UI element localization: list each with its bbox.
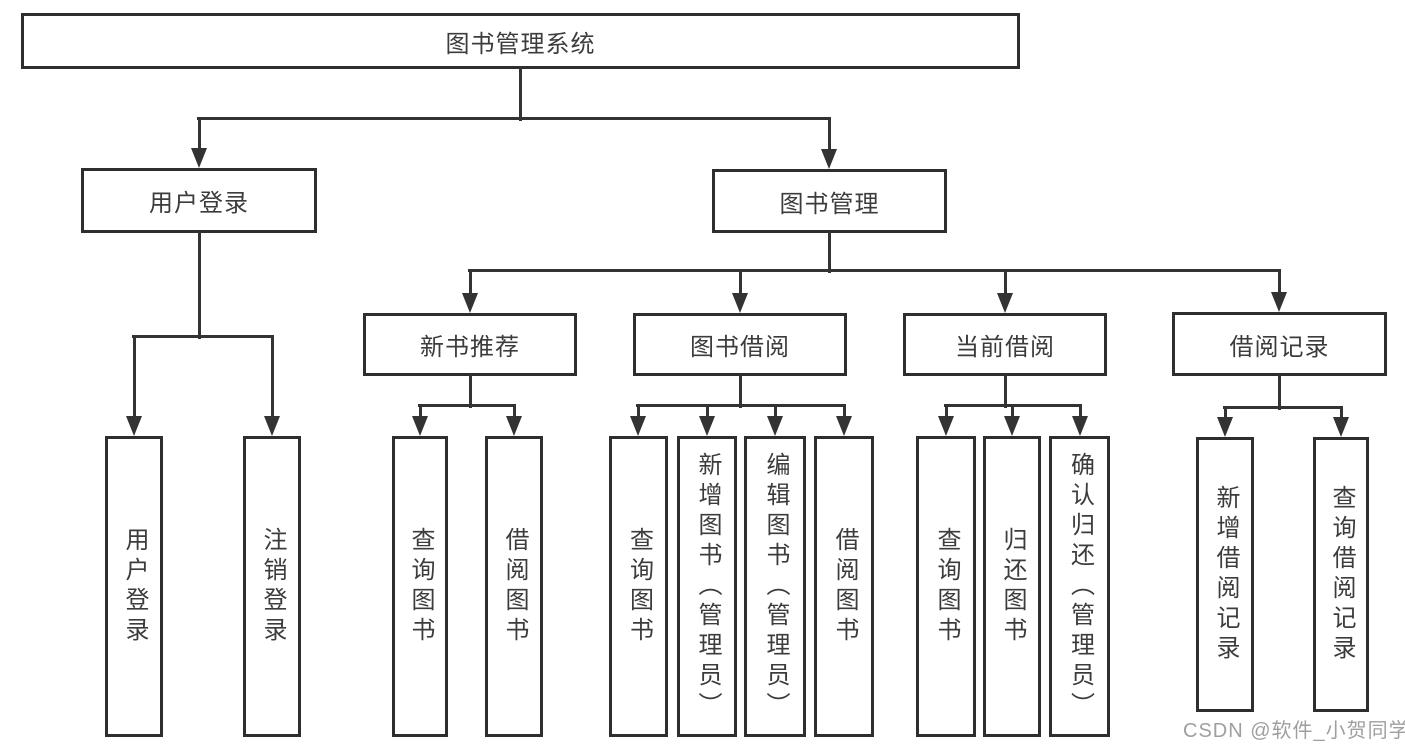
node-leaf-user-login: 用户登录 [105, 436, 163, 737]
connector-vline [1277, 374, 1281, 410]
arrow-down-icon [997, 293, 1013, 313]
arrow-down-icon [191, 148, 207, 168]
node-label-leaf-logout: 注销登录 [259, 526, 286, 647]
arrow-shaft [512, 405, 516, 418]
arrow-shaft [270, 336, 274, 418]
node-label-root: 图书管理系统 [445, 30, 596, 58]
arrow-shaft [944, 405, 948, 418]
node-label-book-borrow: 图书借阅 [690, 334, 790, 361]
connector-vline [827, 231, 831, 273]
arrow-down-icon [732, 293, 748, 313]
node-label-leaf-query-book-borrow: 查询图书 [625, 526, 653, 647]
arrow-shaft [1277, 270, 1281, 294]
node-book-borrow: 图书借阅 [633, 313, 847, 376]
arrow-shaft [842, 405, 846, 418]
node-leaf-confirm-return: 确认归还（管理员） [1049, 436, 1110, 737]
arrow-shaft [1010, 405, 1014, 418]
node-root: 图书管理系统 [21, 13, 1020, 69]
node-borrow-record: 借阅记录 [1172, 312, 1387, 376]
connector-hline [1223, 405, 1343, 409]
node-leaf-query-book-current: 查询图书 [916, 436, 976, 737]
arrow-shaft [132, 336, 136, 418]
node-label-leaf-user-login: 用户登录 [121, 526, 148, 647]
arrow-down-icon [126, 416, 142, 436]
connector-vline [738, 374, 742, 408]
arrow-shaft [738, 270, 742, 295]
node-label-current-borrow: 当前借阅 [955, 334, 1055, 361]
arrow-down-icon [1333, 417, 1349, 437]
arrow-shaft [1339, 407, 1343, 419]
connector-vline [518, 67, 522, 121]
node-book-mgmt-branch: 图书管理 [712, 169, 947, 233]
arrow-down-icon [1217, 417, 1233, 437]
node-label-leaf-edit-book-admin: 编辑图书（管理员） [762, 451, 789, 722]
arrow-down-icon [821, 149, 837, 169]
arrow-shaft [1223, 407, 1227, 419]
node-leaf-return-book: 归还图书 [983, 436, 1041, 737]
node-leaf-query-book-borrow: 查询图书 [609, 436, 668, 737]
arrow-shaft [197, 118, 201, 150]
arrow-down-icon [836, 416, 852, 436]
arrow-down-icon [630, 416, 646, 436]
arrow-shaft [636, 405, 640, 418]
node-leaf-add-book-admin: 新增图书（管理员） [677, 436, 737, 737]
node-label-book-mgmt-branch: 图书管理 [779, 190, 880, 218]
arrow-down-icon [264, 416, 280, 436]
connector-vline [1003, 374, 1007, 408]
arrow-down-icon [767, 416, 783, 436]
node-label-leaf-borrow-book-rec: 借阅图书 [501, 526, 528, 647]
node-label-leaf-return-book: 归还图书 [999, 526, 1026, 647]
arrow-shaft [418, 405, 422, 418]
arrow-shaft [705, 405, 709, 418]
connector-vline [468, 374, 472, 408]
arrow-shaft [1078, 405, 1082, 418]
arrow-down-icon [1271, 292, 1287, 312]
node-label-leaf-borrow-book: 借阅图书 [831, 526, 858, 647]
arrow-down-icon [506, 416, 522, 436]
node-label-leaf-add-book-admin: 新增图书（管理员） [694, 451, 721, 722]
arrow-shaft [1003, 270, 1007, 295]
arrow-down-icon [699, 416, 715, 436]
arrow-shaft [827, 118, 831, 151]
node-current-borrow: 当前借阅 [903, 313, 1107, 376]
node-label-leaf-query-book-rec: 查询图书 [407, 526, 434, 647]
node-leaf-borrow-book-rec: 借阅图书 [485, 436, 543, 737]
node-leaf-borrow-book: 借阅图书 [814, 436, 874, 737]
arrow-down-icon [412, 416, 428, 436]
connector-vline [197, 231, 201, 339]
connector-hline [636, 403, 846, 407]
node-leaf-query-book-rec: 查询图书 [392, 436, 448, 737]
connector-hline [468, 268, 1281, 272]
connector-hline [132, 334, 274, 338]
csdn-watermark: CSDN @软件_小贺同学 [1183, 720, 1405, 742]
node-label-leaf-query-book-current: 查询图书 [933, 526, 960, 647]
node-label-borrow-record: 借阅记录 [1229, 333, 1330, 361]
node-leaf-edit-book-admin: 编辑图书（管理员） [744, 436, 806, 737]
node-label-leaf-add-borrow-record: 新增借阅记录 [1212, 484, 1239, 665]
arrow-down-icon [1072, 416, 1088, 436]
arrow-down-icon [462, 293, 478, 313]
node-leaf-add-borrow-record: 新增借阅记录 [1196, 437, 1254, 712]
node-label-leaf-confirm-return: 确认归还（管理员） [1066, 451, 1094, 722]
arrow-down-icon [1004, 416, 1020, 436]
connector-hline [418, 403, 516, 407]
node-label-new-book-rec: 新书推荐 [420, 334, 520, 361]
node-label-leaf-query-borrow-record: 查询借阅记录 [1328, 484, 1355, 665]
node-user-login-branch: 用户登录 [81, 168, 317, 233]
node-label-user-login-branch: 用户登录 [149, 190, 249, 217]
connector-hline [197, 116, 831, 120]
node-new-book-rec: 新书推荐 [363, 313, 577, 376]
node-leaf-logout: 注销登录 [243, 436, 301, 737]
arrow-down-icon [938, 416, 954, 436]
node-leaf-query-borrow-record: 查询借阅记录 [1313, 437, 1369, 712]
arrow-shaft [773, 405, 777, 418]
arrow-shaft [468, 270, 472, 295]
